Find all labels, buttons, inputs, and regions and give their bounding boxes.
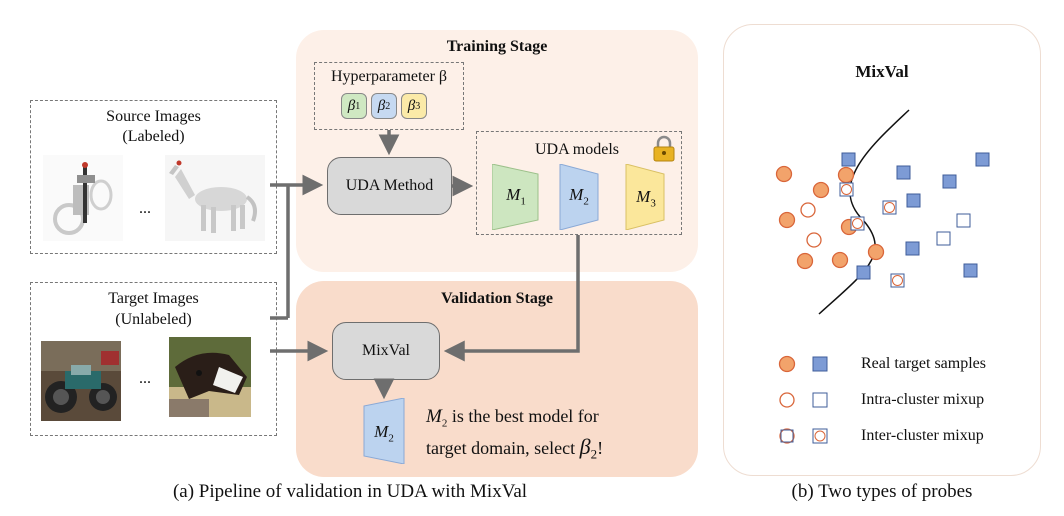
- uda-method-label: UDA Method: [345, 177, 434, 194]
- source-images-box: Source Images (Labeled) ...: [30, 100, 277, 254]
- source-motorbike-image: [43, 155, 123, 241]
- training-stage-panel: [296, 30, 698, 272]
- real-circle: [837, 166, 855, 184]
- legend-real-square: [812, 356, 828, 372]
- model-m1-label: M1: [506, 185, 526, 208]
- model-m3-shape: [625, 164, 665, 230]
- real-square: [906, 193, 921, 208]
- target-ellipsis: ...: [139, 370, 151, 387]
- real-square: [975, 152, 990, 167]
- source-images-title: Source Images: [106, 108, 201, 125]
- target-images-subtitle: (Unlabeled): [115, 311, 192, 328]
- real-circle: [812, 181, 830, 199]
- real-circle: [831, 251, 849, 269]
- target-images-box: Target Images (Unlabeled) ...: [30, 282, 277, 436]
- real-circle: [867, 243, 885, 261]
- real-square: [905, 241, 920, 256]
- uda-models-label: UDA models: [535, 141, 619, 158]
- pipeline-caption: (a) Pipeline of validation in UDA with M…: [172, 481, 528, 502]
- training-stage-title: Training Stage: [446, 38, 548, 55]
- source-ellipsis: ...: [139, 200, 151, 217]
- mixval-label: MixVal: [362, 342, 410, 359]
- target-horse-photo: [169, 337, 251, 417]
- real-circle: [796, 252, 814, 270]
- pipeline-arrows: [270, 130, 580, 400]
- source-images-subtitle: (Labeled): [122, 128, 185, 145]
- intra-circle: [806, 232, 822, 248]
- legend-real-label: Real target samples: [861, 355, 986, 372]
- real-square: [963, 263, 978, 278]
- intra-square: [956, 213, 971, 228]
- legend-inter-label: Inter-cluster mixup: [861, 427, 984, 444]
- legend-real-circle: [778, 355, 796, 373]
- target-images-title: Target Images: [108, 290, 199, 307]
- selected-model-label: M2: [374, 422, 394, 445]
- intra-square: [936, 231, 951, 246]
- real-square: [856, 265, 871, 280]
- result-line-1: M2 is the best model for: [426, 406, 599, 430]
- lock-icon: [653, 135, 675, 162]
- model-m1-shape: [492, 164, 539, 230]
- model-m2-shape: [559, 164, 599, 230]
- uda-method-box: UDA Method: [327, 157, 452, 215]
- legend-inter-square: [814, 430, 826, 442]
- probes-title: MixVal: [855, 62, 909, 81]
- mixval-box: MixVal: [332, 322, 440, 380]
- real-circle: [775, 165, 793, 183]
- source-horse-image: [165, 155, 265, 241]
- legend-inter-circle: [780, 429, 794, 443]
- model-m2-label: M2: [569, 185, 589, 208]
- probes-caption: (b) Two types of probes: [791, 481, 973, 502]
- real-square: [841, 152, 856, 167]
- uda-models-shapes: [492, 164, 665, 230]
- target-motorbike-photo: [41, 341, 121, 421]
- validation-stage-title: Validation Stage: [441, 290, 553, 307]
- selected-model-shape: [363, 398, 405, 464]
- legend-intra-circle: [779, 392, 795, 408]
- result-line-2: target domain, select β2!: [426, 434, 604, 462]
- intra-circle: [800, 202, 816, 218]
- legend-intra-square: [812, 392, 828, 408]
- real-circle: [778, 211, 796, 229]
- real-square: [896, 165, 911, 180]
- probes-scatter: [775, 109, 990, 444]
- real-square: [942, 174, 957, 189]
- uda-models-box: UDA models: [476, 131, 682, 235]
- model-m3-label: M3: [636, 187, 656, 210]
- hyperparameter-label: Hyperparameter β: [330, 68, 448, 85]
- legend-intra-label: Intra-cluster mixup: [861, 391, 985, 408]
